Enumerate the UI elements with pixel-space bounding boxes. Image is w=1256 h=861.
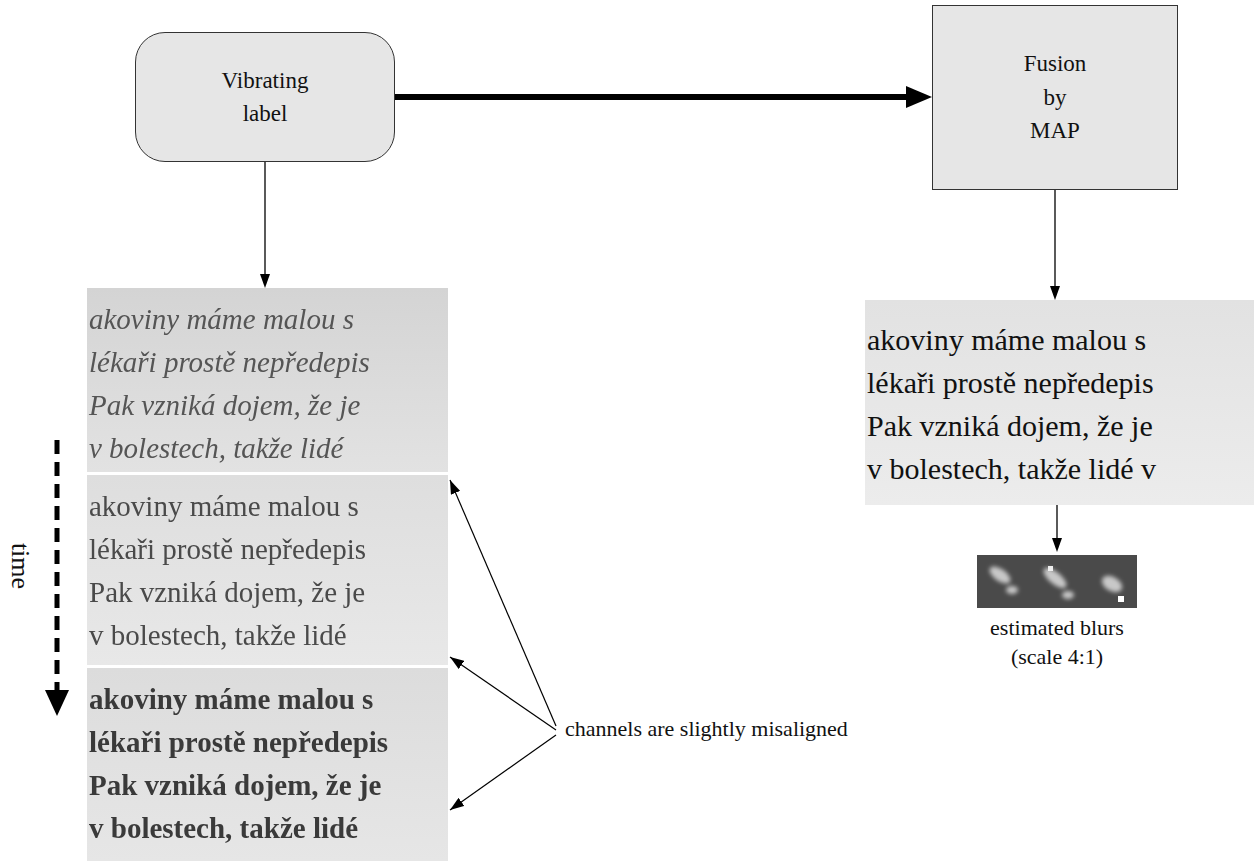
flow-arrow bbox=[1056, 505, 1057, 538]
main-arrow bbox=[395, 94, 906, 100]
image-panel: akoviny máme malou slékaři prostě nepřed… bbox=[865, 300, 1254, 505]
text-line: Pak vzniká dojem, že je bbox=[89, 384, 446, 427]
box-label: Vibrating label bbox=[222, 64, 309, 131]
blur-kernels bbox=[977, 555, 1137, 608]
text-line: akoviny máme malou s bbox=[89, 485, 446, 528]
text-line: Pak vzniká dojem, že je bbox=[89, 764, 446, 807]
image-frame: akoviny máme malou slékaři prostě nepřed… bbox=[87, 668, 448, 861]
flow-arrow bbox=[1054, 190, 1055, 286]
process-box: Fusion by MAP bbox=[932, 5, 1178, 190]
caption: estimated blurs (scale 4:1) bbox=[970, 614, 1145, 671]
text-line: lékaři prostě nepředepis bbox=[89, 721, 446, 764]
leader-line bbox=[450, 657, 556, 730]
time-arrow bbox=[55, 440, 60, 692]
text-line: Pak vzniká dojem, že je bbox=[89, 571, 446, 614]
text-line: lékaři prostě nepředepis bbox=[89, 341, 446, 384]
text-line: v bolestech, takže lidé bbox=[89, 614, 446, 657]
text-line: lékaři prostě nepředepis bbox=[89, 528, 446, 571]
leader-line bbox=[450, 735, 556, 810]
image-frame: akoviny máme malou slékaři prostě nepřed… bbox=[87, 288, 448, 472]
text-line: v bolestech, takže lidé bbox=[89, 807, 446, 850]
text-line: akoviny máme malou s bbox=[89, 298, 446, 341]
flow-arrow bbox=[264, 162, 265, 274]
text-line: v bolestech, takže lidé bbox=[89, 427, 446, 470]
text-line: akoviny máme malou s bbox=[867, 318, 1252, 361]
process-box: Vibrating label bbox=[135, 32, 395, 162]
kernel-image: estimated blurs (scale 4:1) bbox=[952, 552, 1162, 687]
annotation-text: channels are slightly misaligned bbox=[565, 716, 848, 742]
axis-label: time bbox=[5, 543, 35, 589]
leader-line bbox=[450, 480, 556, 726]
image-frame: akoviny máme malou slékaři prostě nepřed… bbox=[87, 475, 448, 665]
text-line: Pak vzniká dojem, že je bbox=[867, 404, 1252, 447]
text-line: akoviny máme malou s bbox=[89, 678, 446, 721]
box-label: Fusion by MAP bbox=[1024, 47, 1087, 147]
text-line: v bolestech, takže lidé v bbox=[867, 447, 1252, 490]
text-line: lékaři prostě nepředepis bbox=[867, 361, 1252, 404]
time-arrowhead bbox=[45, 690, 69, 716]
